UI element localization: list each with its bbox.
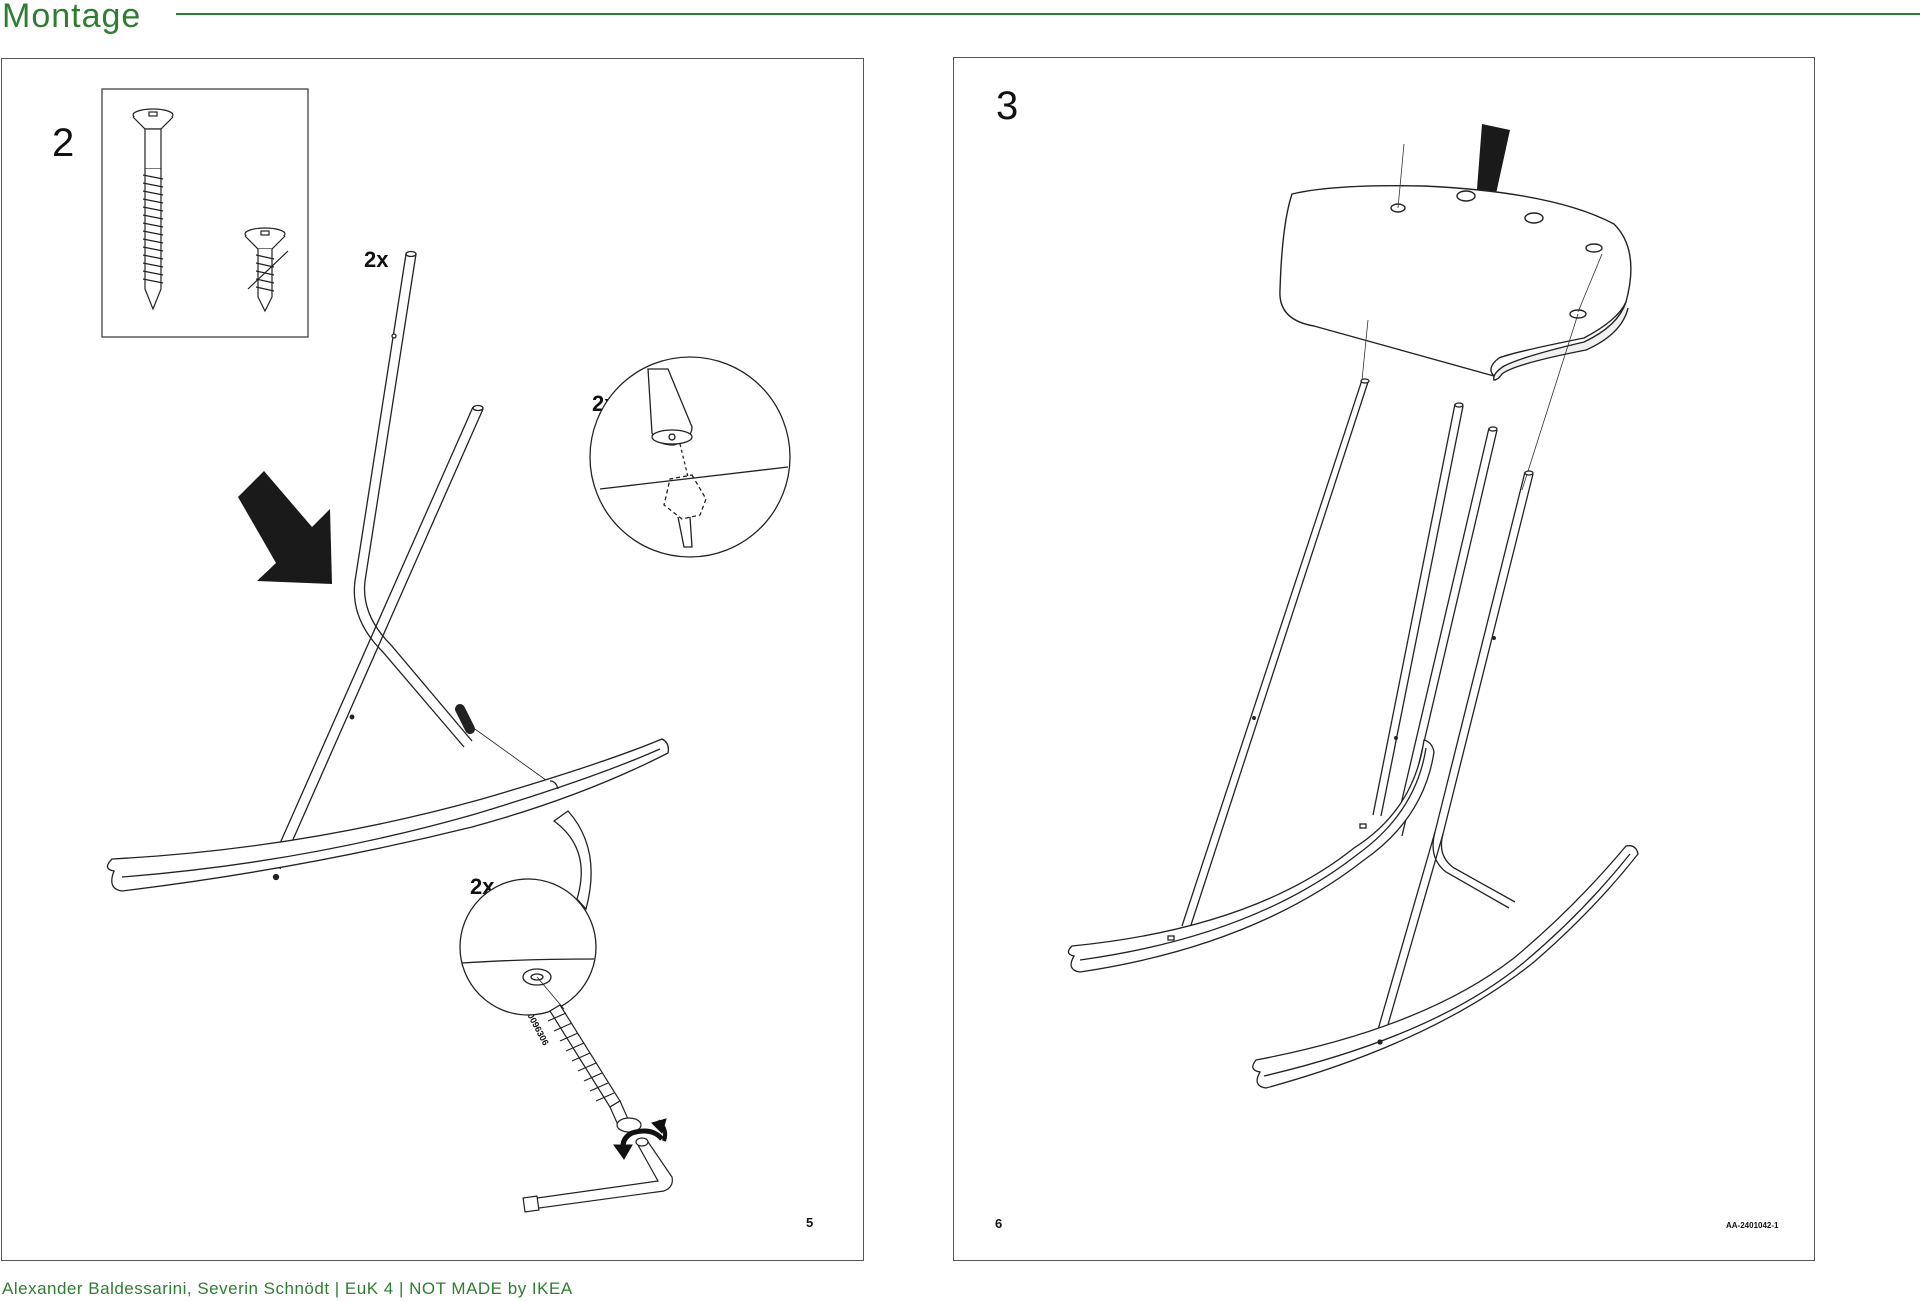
page-number: 5 [806,1215,814,1230]
rotate-arrow-icon [613,1118,668,1160]
seat-part [1279,184,1632,381]
long-screw-icon [132,108,174,311]
rocker-runner-part-2 [1252,845,1639,1089]
footer-credits: Alexander Baldessarini, Severin Schnödt … [2,1279,573,1298]
step-number: 2 [52,121,75,165]
back-leg-part [353,250,473,748]
detail-circle-bottom [459,810,597,1016]
front-leg-part [1181,378,1370,929]
assembly-illustration-step-2 [101,88,791,1213]
direction-arrow-icon [238,471,332,584]
front-leg-part [269,404,484,870]
instruction-page-right: 3 6 AA-2401042-1 [953,57,1815,1261]
back-leg-part [1393,426,1534,909]
assembly-screw-icon [536,976,642,1133]
assembly-illustration-step-3 [1067,124,1639,1089]
title-divider [176,13,1920,15]
leg-end [455,704,475,734]
rear-leg-part [1374,831,1444,1043]
rocker-runner-part [106,738,670,892]
alignment-line [467,723,551,784]
parts-box [101,88,309,338]
allen-key-icon [522,1137,673,1213]
page-number: 6 [995,1216,1003,1231]
alignment-lines [1361,143,1603,491]
detail-circle-top [589,356,791,558]
step-number: 3 [996,84,1019,128]
article-code: AA-2401042-1 [1726,1221,1779,1230]
short-screw-icon [244,227,289,313]
instruction-page-left: 2 2x 2x 2x 10096306 10096306 10096306 5 [1,58,864,1261]
quantity-label-legs: 2x [364,247,389,272]
section-title: Montage [2,0,142,35]
rocker-runner-part [1067,739,1435,973]
front-leg-part-2 [1372,402,1464,817]
